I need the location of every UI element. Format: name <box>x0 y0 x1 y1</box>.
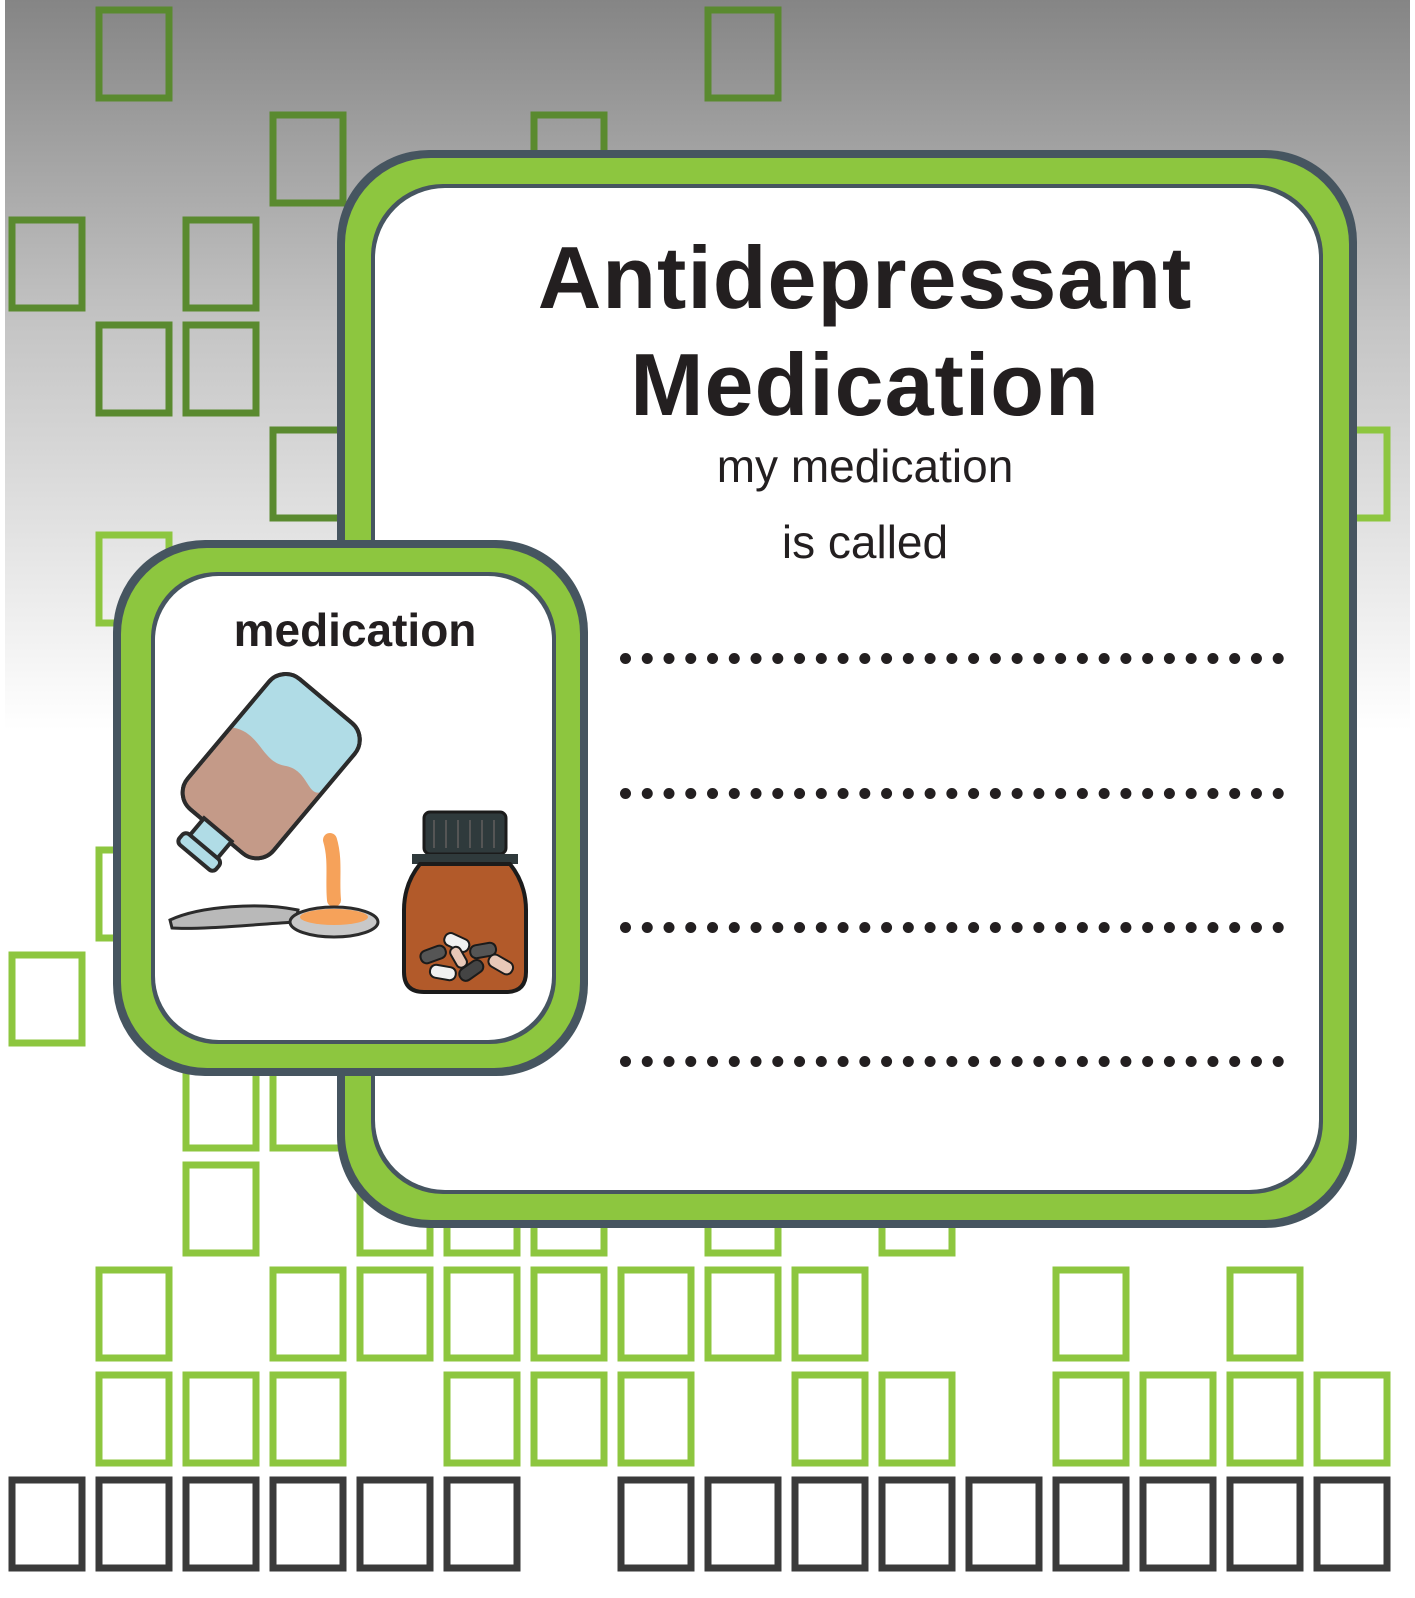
decorative-square <box>182 1161 260 1257</box>
decorative-square <box>269 1266 347 1362</box>
decorative-square <box>704 1266 782 1362</box>
decorative-square <box>356 1266 434 1362</box>
decorative-square <box>182 216 260 312</box>
write-in-line-4[interactable] <box>620 1056 1284 1067</box>
decorative-square <box>182 321 260 417</box>
decorative-square <box>617 1476 695 1572</box>
title-line-1: Antidepressant <box>537 228 1193 327</box>
decorative-square <box>617 1266 695 1362</box>
decorative-square <box>1052 1371 1130 1467</box>
decorative-square <box>182 1371 260 1467</box>
decorative-square <box>8 1476 86 1572</box>
decorative-square <box>1226 1476 1304 1572</box>
decorative-square <box>8 951 86 1047</box>
decorative-square <box>617 1371 695 1467</box>
decorative-square <box>1313 1476 1391 1572</box>
decorative-square <box>878 1371 956 1467</box>
decorative-square <box>704 6 782 102</box>
pill-bottle-icon <box>402 810 528 994</box>
decorative-square <box>95 321 173 417</box>
decorative-square <box>965 1476 1043 1572</box>
spoon-icon <box>168 904 380 939</box>
decorative-square <box>791 1371 869 1467</box>
decorative-square <box>1139 1371 1217 1467</box>
decorative-square <box>791 1476 869 1572</box>
decorative-square <box>95 1476 173 1572</box>
decorative-square <box>1313 1371 1391 1467</box>
decorative-square <box>269 1476 347 1572</box>
subtitle-line-2: is called <box>781 516 949 568</box>
write-in-line-2[interactable] <box>620 788 1284 799</box>
decorative-square <box>1226 1266 1304 1362</box>
decorative-squares <box>8 6 1391 1572</box>
decorative-square <box>791 1266 869 1362</box>
title-line-2: Medication <box>630 335 1100 434</box>
decorative-square <box>95 1371 173 1467</box>
decorative-square <box>1052 1266 1130 1362</box>
decorative-square <box>1052 1476 1130 1572</box>
syrup-bottle-icon <box>176 672 362 907</box>
decorative-square <box>95 1266 173 1362</box>
decorative-square <box>443 1266 521 1362</box>
decorative-square <box>443 1371 521 1467</box>
decorative-square <box>530 1371 608 1467</box>
symbol-card-label: medication <box>233 604 477 656</box>
main-card <box>375 188 1319 1190</box>
decorative-square <box>1226 1371 1304 1467</box>
decorative-square <box>443 1476 521 1572</box>
decorative-square <box>269 111 347 207</box>
decorative-square <box>704 1476 782 1572</box>
decorative-square <box>530 1266 608 1362</box>
decorative-square <box>356 1476 434 1572</box>
decorative-square <box>95 6 173 102</box>
decorative-square <box>8 216 86 312</box>
decorative-square <box>182 1476 260 1572</box>
write-in-line-3[interactable] <box>620 922 1284 933</box>
decorative-square <box>878 1476 956 1572</box>
subtitle-line-1: my medication <box>716 440 1014 492</box>
decorative-square <box>269 1371 347 1467</box>
write-in-line-1[interactable] <box>620 653 1284 664</box>
decorative-square <box>1139 1476 1217 1572</box>
